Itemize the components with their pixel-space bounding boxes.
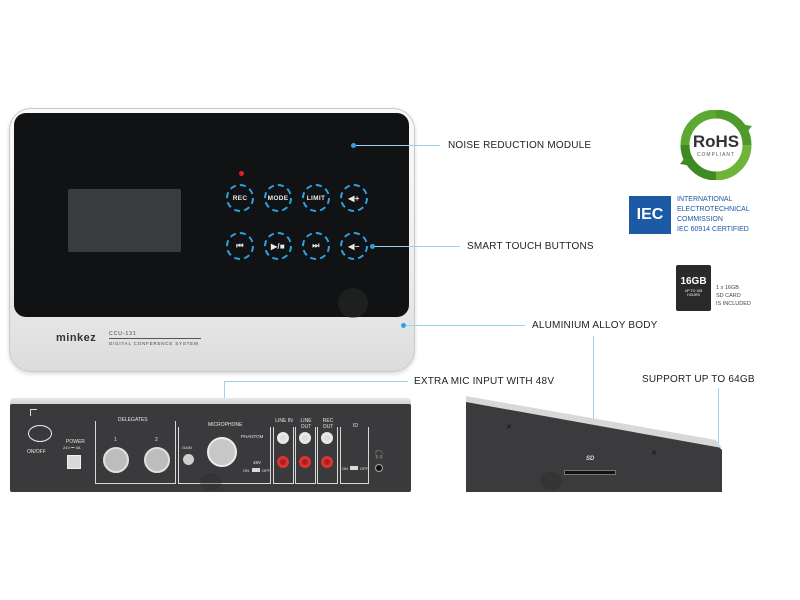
rear-watermark-icon: [200, 473, 222, 491]
watermark-logo-icon: [338, 288, 368, 318]
model-divider: [109, 338, 201, 339]
rohs-badge-icon: [680, 110, 752, 180]
rec-indicator-led: [239, 171, 244, 176]
line-in-right-jack[interactable]: [277, 456, 289, 468]
id-group: [340, 427, 369, 484]
mode-button[interactable]: MODE: [264, 184, 292, 212]
rohs-title: RoHS: [692, 132, 740, 151]
callout-line-mic: [224, 381, 408, 382]
callout-vline-sd: [718, 388, 719, 470]
next-button[interactable]: ⏭: [302, 232, 330, 260]
rec-out-left-jack[interactable]: [321, 432, 333, 444]
phantom-switch[interactable]: [252, 468, 260, 472]
dc-power-jack[interactable]: [67, 455, 81, 469]
iec-line1: INTERNATIONAL: [677, 196, 733, 203]
delegates-group: [95, 421, 176, 484]
gain-label: GAIN: [182, 445, 192, 450]
limit-button[interactable]: LIMIT: [302, 184, 330, 212]
power-switch[interactable]: [28, 425, 52, 442]
play-stop-button[interactable]: ▶/■: [264, 232, 292, 260]
rohs-subtitle: COMPLIANT: [696, 152, 736, 158]
sd-card-slot[interactable]: [564, 470, 616, 475]
callout-line-touch: [375, 246, 460, 247]
id-switch[interactable]: [350, 466, 358, 470]
iec-description: INTERNATIONAL ELECTROTECHNICAL COMMISSIO…: [677, 195, 750, 235]
sd-card-hours: UP TO 108 HOURS: [684, 289, 703, 297]
sd-card-icon: 16GB UP TO 108 HOURS: [676, 265, 711, 311]
rec-out-group: [317, 427, 338, 484]
callout-smart-touch: SMART TOUCH BUTTONS: [467, 241, 594, 252]
callout-dot-alloy: [401, 323, 406, 328]
callout-line-noise: [356, 145, 440, 146]
callout-dot-noise: [351, 143, 356, 148]
rear-corner-mark: [30, 409, 37, 416]
headphone-icon: 🎧: [374, 450, 384, 459]
line-out-left-jack[interactable]: [299, 432, 311, 444]
callout-aluminium-body: ALUMINIUM ALLOY BODY: [532, 320, 658, 331]
callout-vline-alloy-side: [593, 336, 594, 432]
callout-noise-reduction: NOISE REDUCTION MODULE: [448, 140, 592, 151]
model-number: CCU-131: [109, 331, 137, 337]
delegate-port-2[interactable]: [144, 447, 170, 473]
phantom-on-label: ON: [243, 468, 249, 473]
delegate-port-1[interactable]: [103, 447, 129, 473]
microphone-label: MICROPHONE: [205, 422, 246, 428]
line-out-right-jack[interactable]: [299, 456, 311, 468]
iec-line2: ELECTROTECHNICAL: [677, 206, 750, 213]
side-screw-1-icon: ✕: [506, 424, 512, 431]
lcd-display: [68, 189, 181, 252]
power-spec-label: 24V ⎓ 4A: [63, 445, 81, 450]
sd-included-line2: SD CARD: [716, 293, 741, 299]
rec-button[interactable]: REC: [226, 184, 254, 212]
id-off-label: OFF: [360, 466, 368, 471]
delegate-1-label: 1: [114, 437, 117, 443]
rear-unit-top-edge: [10, 398, 411, 408]
iec-line3: COMMISSION: [677, 216, 723, 223]
side-screw-2-icon: ✕: [651, 450, 657, 457]
previous-button[interactable]: ⏮: [226, 232, 254, 260]
volume-up-button[interactable]: ◀+: [340, 184, 368, 212]
iec-logo: IEC: [629, 196, 671, 234]
sd-included-line3: IS INCLUDED: [716, 301, 751, 307]
rec-out-right-jack[interactable]: [321, 456, 333, 468]
line-out-group: [295, 427, 316, 484]
brand-logo: minkez: [56, 332, 97, 344]
delegates-label: DELEGATES: [115, 417, 151, 423]
id-on-label: ON: [342, 466, 348, 471]
sd-card-capacity: 16GB: [680, 276, 707, 287]
delegate-2-label: 2: [155, 437, 158, 443]
gain-knob[interactable]: [183, 454, 194, 465]
line-in-left-jack[interactable]: [277, 432, 289, 444]
sd-card-included-text: 1 x 16GB SD CARD IS INCLUDED: [716, 284, 751, 308]
headphone-jack[interactable]: [375, 464, 383, 472]
callout-extra-mic: EXTRA MIC INPUT WITH 48V: [414, 376, 555, 387]
callout-line-alloy: [406, 325, 525, 326]
line-in-label: LINE IN: [275, 418, 293, 424]
iec-line4: IEC 60914 CERTIFIED: [677, 226, 749, 233]
side-sd-label: SD: [586, 456, 595, 462]
callout-sd-support: SUPPORT UP TO 64GB: [642, 374, 755, 385]
48v-label: 48V: [253, 460, 262, 465]
model-description: DIGITAL CONFERENCE SYSTEM: [109, 341, 199, 346]
line-in-group: [273, 427, 294, 484]
onoff-label: ON/OFF: [27, 449, 46, 455]
side-unit-profile: [466, 396, 722, 492]
rec-out-label: REC OUT: [322, 418, 334, 430]
sd-included-line1: 1 x 16GB: [716, 285, 739, 291]
side-watermark-icon: [540, 472, 562, 490]
line-out-label: LINE OUT: [300, 418, 312, 430]
microphone-group: [178, 427, 271, 484]
phantom-off-label: OFF: [262, 468, 270, 473]
volume-down-button[interactable]: ◀−: [340, 232, 368, 260]
xlr-mic-input[interactable]: [207, 437, 237, 467]
callout-dot-touch: [370, 244, 375, 249]
phantom-label: PHANTOM: [241, 434, 264, 439]
id-label: ID: [351, 423, 360, 429]
power-label: POWER: [66, 439, 85, 445]
